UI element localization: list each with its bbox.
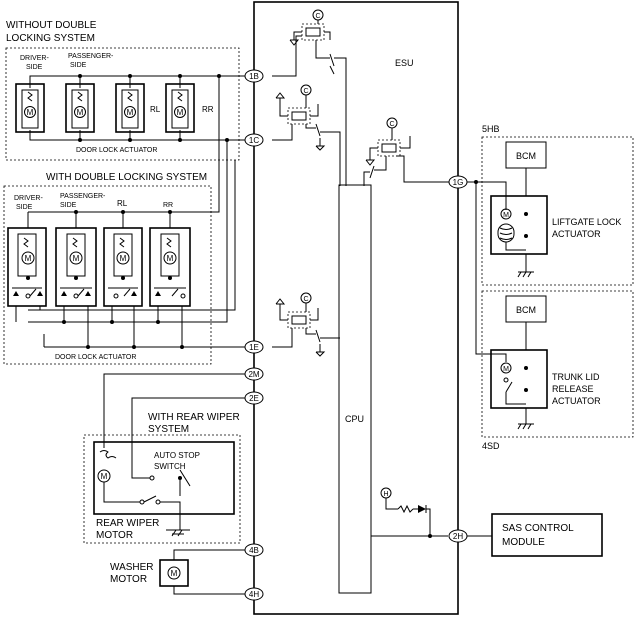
- svg-text:4B: 4B: [249, 546, 259, 555]
- svg-text:DOOR LOCK ACTUATOR: DOOR LOCK ACTUATOR: [76, 147, 157, 154]
- connector-4b: 4B: [244, 543, 264, 557]
- motor-symbol: M: [27, 108, 34, 117]
- relay-c-label: C: [315, 13, 320, 20]
- svg-text:1B: 1B: [249, 72, 259, 81]
- connector-4h: 4H: [244, 587, 264, 601]
- svg-text:M: M: [503, 212, 509, 219]
- without-double-locking: WITHOUT DOUBLE LOCKING SYSTEM DRIVER- SI…: [5, 20, 245, 161]
- dl-actuator-rr: M: [149, 227, 191, 307]
- svg-text:1E: 1E: [249, 343, 259, 352]
- svg-text:SIDE: SIDE: [16, 204, 33, 211]
- svg-text:M: M: [167, 254, 174, 263]
- rear-wiper-title-2: SYSTEM: [148, 424, 189, 435]
- svg-text:M: M: [73, 254, 80, 263]
- svg-text:M: M: [77, 108, 84, 117]
- label-5hb: 5HB: [482, 124, 500, 134]
- svg-text:RL: RL: [150, 105, 161, 114]
- without-double-title-2: LOCKING SYSTEM: [6, 33, 95, 44]
- connector-2e: 2E: [244, 391, 264, 405]
- svg-text:C: C: [303, 88, 308, 95]
- svg-text:DRIVER-: DRIVER-: [14, 195, 43, 202]
- svg-text:DOOR LOCK ACTUATOR: DOOR LOCK ACTUATOR: [55, 354, 136, 361]
- svg-text:C: C: [389, 121, 394, 128]
- svg-text:M: M: [25, 254, 32, 263]
- cpu-label: CPU: [345, 414, 364, 424]
- svg-text:M: M: [120, 254, 127, 263]
- svg-text:TRUNK LID: TRUNK LID: [552, 372, 600, 382]
- svg-text:BCM: BCM: [516, 305, 536, 315]
- svg-text:ACTUATOR: ACTUATOR: [552, 229, 601, 239]
- connector-1b: 1B: [244, 69, 264, 83]
- with-double-locking: WITH DOUBLE LOCKING SYSTEM DRIVER- SIDE …: [3, 76, 245, 365]
- relay-1e: C: [272, 292, 340, 357]
- esu-unit: ESU CPU: [253, 1, 459, 615]
- sas-control-module: SAS CONTROL MODULE: [467, 513, 603, 557]
- svg-text:RL: RL: [117, 199, 128, 208]
- connector-1c: 1C: [244, 133, 264, 147]
- svg-text:ACTUATOR: ACTUATOR: [552, 396, 601, 406]
- svg-text:MODULE: MODULE: [502, 537, 545, 548]
- svg-text:1G: 1G: [453, 178, 464, 187]
- svg-text:PASSENGER-: PASSENGER-: [68, 53, 114, 60]
- relay-1b: C: [272, 9, 347, 186]
- connector-2h: 2H: [448, 529, 468, 543]
- rear-wiper-system: WITH REAR WIPER SYSTEM AUTO STOP SWITCH …: [83, 373, 245, 544]
- svg-text:2E: 2E: [249, 394, 259, 403]
- trunk-lid-4sd: 4SD BCM TRUNK LID RELEASE ACTUATOR M: [475, 182, 634, 451]
- label-4sd: 4SD: [482, 441, 500, 451]
- actuator-rl: M: [115, 83, 145, 133]
- esu-title: ESU: [395, 58, 414, 68]
- svg-text:M: M: [503, 366, 509, 373]
- dl-actuator-passenger: M: [55, 227, 97, 307]
- h-circuit: H: [371, 487, 448, 538]
- svg-text:M: M: [177, 108, 184, 117]
- rear-wiper-motor-1: REAR WIPER: [96, 518, 159, 529]
- svg-text:RELEASE: RELEASE: [552, 384, 594, 394]
- dl-actuator-rl: M: [103, 227, 143, 307]
- svg-text:SWITCH: SWITCH: [154, 462, 186, 471]
- svg-text:RR: RR: [163, 202, 173, 209]
- svg-text:RR: RR: [202, 105, 214, 114]
- relay-1c: C: [272, 84, 341, 186]
- svg-text:SIDE: SIDE: [26, 64, 43, 71]
- svg-text:SIDE: SIDE: [60, 202, 77, 209]
- connector-1g: 1G: [448, 175, 468, 189]
- h-label: H: [383, 491, 388, 498]
- relay-1g: C: [363, 117, 462, 186]
- washer-motor: WASHER MOTOR M: [110, 549, 245, 595]
- with-double-title: WITH DOUBLE LOCKING SYSTEM: [46, 172, 207, 183]
- dl-actuator-driver: M: [7, 227, 47, 307]
- svg-text:M: M: [101, 472, 108, 481]
- svg-text:SAS CONTROL: SAS CONTROL: [502, 523, 574, 534]
- actuator-rr: M: [165, 83, 195, 133]
- svg-text:LIFTGATE LOCK: LIFTGATE LOCK: [552, 217, 621, 227]
- svg-text:C: C: [303, 296, 308, 303]
- svg-text:M: M: [171, 569, 178, 578]
- cpu-block: [338, 184, 372, 594]
- svg-text:SIDE: SIDE: [70, 62, 87, 69]
- without-double-title-1: WITHOUT DOUBLE: [6, 20, 97, 31]
- svg-text:DRIVER-: DRIVER-: [20, 55, 49, 62]
- svg-text:4H: 4H: [249, 590, 259, 599]
- svg-text:WASHER: WASHER: [110, 562, 154, 573]
- actuator-driver: M: [15, 83, 45, 133]
- rear-wiper-motor-2: MOTOR: [96, 530, 133, 541]
- svg-text:BCM: BCM: [516, 151, 536, 161]
- svg-text:PASSENGER-: PASSENGER-: [60, 193, 106, 200]
- connectors-right: 1G 2H: [448, 175, 468, 543]
- rear-wiper-title-1: WITH REAR WIPER: [148, 412, 240, 423]
- connector-2m: 2M: [244, 367, 264, 381]
- svg-text:1C: 1C: [249, 136, 259, 145]
- connector-1e: 1E: [244, 340, 264, 354]
- svg-text:MOTOR: MOTOR: [110, 574, 147, 585]
- svg-text:M: M: [127, 108, 134, 117]
- liftgate-5hb: 5HB BCM LIFTGATE LOCK ACTUATOR M: [467, 124, 634, 286]
- svg-text:2M: 2M: [248, 370, 259, 379]
- actuator-passenger: M: [65, 83, 95, 133]
- svg-text:AUTO STOP: AUTO STOP: [154, 451, 200, 460]
- svg-text:2H: 2H: [453, 532, 463, 541]
